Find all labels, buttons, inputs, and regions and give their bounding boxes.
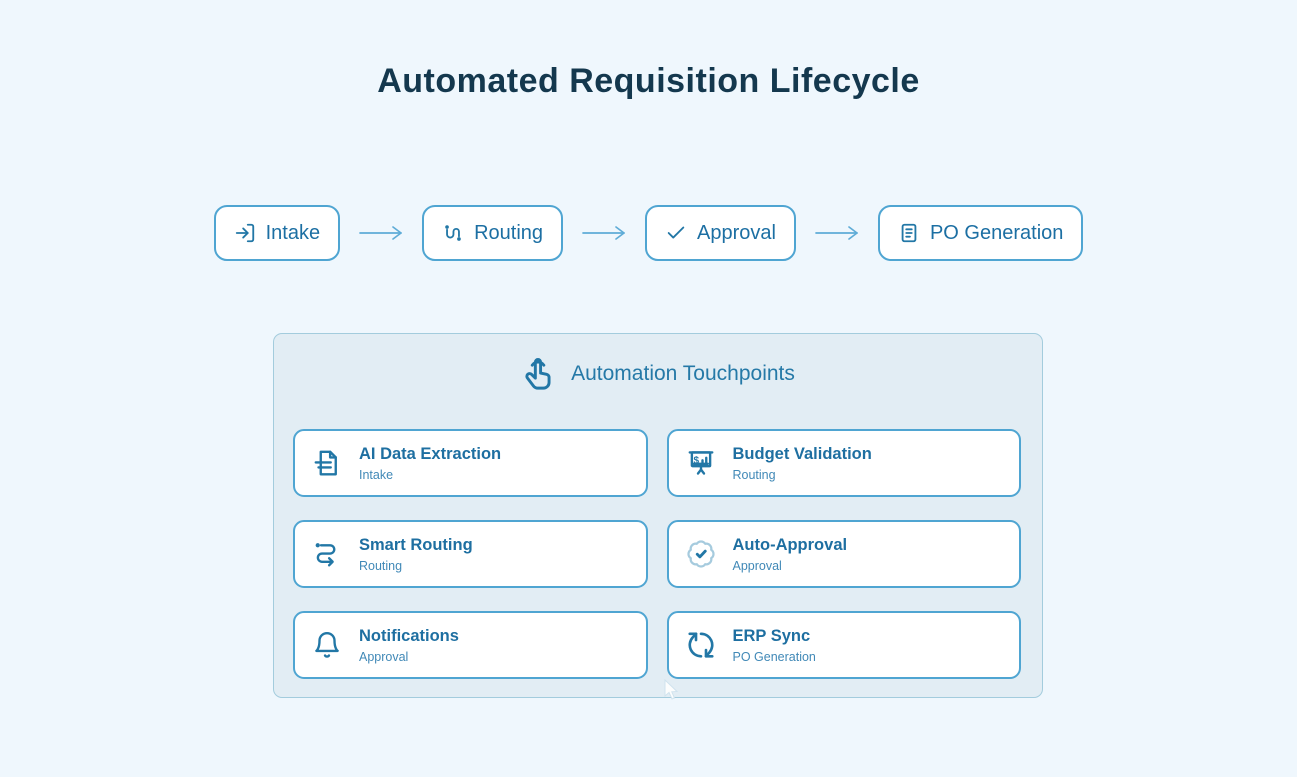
card-stage-label: Routing	[359, 558, 403, 573]
flow-stage-label: PO Generation	[929, 221, 1064, 244]
touchpoint-card-notifications: Notifications Approval	[293, 611, 648, 679]
page-title: Automated Requisition Lifecycle	[377, 62, 920, 100]
flow-stage-label: Intake	[265, 221, 321, 244]
check-icon	[667, 226, 685, 239]
card-stage-label: Approval	[359, 649, 409, 664]
flow-stage-label: Approval	[697, 221, 776, 244]
document-extract-icon	[311, 448, 343, 478]
card-title: ERP Sync	[732, 626, 811, 645]
flow-stage-approval: Approval	[645, 205, 796, 261]
flow-stage-intake: Intake	[213, 205, 341, 261]
flow-stage-routing: Routing	[422, 205, 564, 261]
flow-stage-po-generation: PO Generation	[877, 205, 1084, 261]
touchpoints-grid: AI Data Extraction Intake $	[293, 429, 1021, 679]
lifecycle-flow-row: Intake Routing Approval	[0, 205, 1297, 261]
card-title: AI Data Extraction	[359, 444, 502, 463]
right-arrow-icon	[814, 224, 860, 242]
automation-touchpoints-panel: Automation Touchpoints AI Data Extractio…	[273, 333, 1043, 698]
tap-pointer-icon	[525, 358, 551, 390]
log-in-icon	[235, 223, 254, 243]
flow-stage-label: Routing	[474, 221, 544, 244]
serpentine-route-icon	[311, 539, 343, 569]
card-title: Budget Validation	[732, 444, 872, 463]
route-icon	[445, 225, 461, 241]
card-title: Auto-Approval	[732, 535, 848, 554]
touchpoints-header: Automation Touchpoints	[274, 355, 1042, 392]
mouse-cursor-icon	[663, 678, 680, 706]
touchpoints-title: Automation Touchpoints	[571, 361, 795, 385]
right-arrow-icon	[581, 224, 627, 242]
touchpoint-card-auto-approval: Auto-Approval Approval	[666, 520, 1021, 588]
touchpoint-card-smart-routing: Smart Routing Routing	[293, 520, 648, 588]
budget-presentation-icon: $	[685, 448, 717, 478]
card-stage-label: PO Generation	[732, 649, 816, 664]
sync-icon	[685, 630, 717, 660]
card-title: Smart Routing	[359, 535, 473, 554]
touchpoint-card-ai-data-extraction: AI Data Extraction Intake	[293, 429, 648, 497]
touchpoint-card-erp-sync: ERP Sync PO Generation	[666, 611, 1021, 679]
card-stage-label: Routing	[732, 467, 776, 482]
touchpoint-card-budget-validation: $ Budget Validation Routing	[666, 429, 1021, 497]
card-stage-label: Approval	[732, 558, 782, 573]
card-stage-label: Intake	[359, 467, 394, 482]
svg-text:$: $	[693, 455, 699, 466]
badge-check-icon	[685, 539, 717, 569]
right-arrow-icon	[358, 224, 404, 242]
card-title: Notifications	[359, 626, 459, 645]
file-text-icon	[901, 223, 917, 243]
bell-icon	[311, 630, 343, 660]
